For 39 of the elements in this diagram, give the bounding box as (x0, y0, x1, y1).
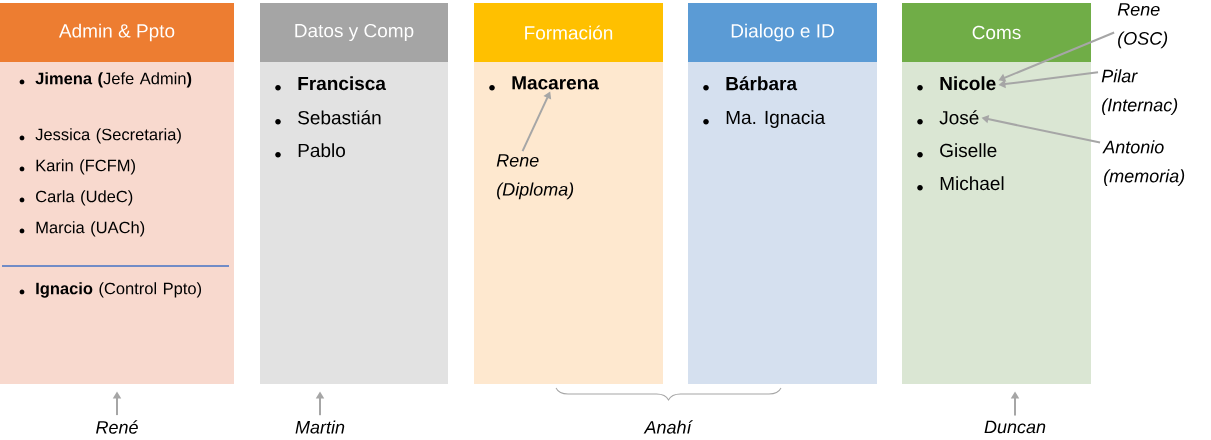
annotation-text: Pilar (Internac) (1101, 69, 1178, 115)
node-label: Bárbara (726, 76, 798, 91)
list-item: Jessica (Secretaria) (19, 128, 181, 144)
node-label: José (939, 110, 979, 125)
annotation-text: Rene (Diploma) (496, 154, 574, 200)
list-item: Francisca (275, 76, 387, 91)
node-label: Formación (525, 25, 613, 40)
node-label: Dialogo e ID (731, 23, 834, 42)
node-label: Nicole (940, 76, 996, 91)
node-label: Datos y Comp (295, 23, 414, 42)
list-item: Jimena (Jefe Admin) (19, 72, 192, 88)
list-item: Ma. Ignacia (703, 110, 826, 128)
name-text: Martin (295, 420, 345, 434)
list-item: Nicole (917, 76, 996, 91)
node-label: Coms (972, 25, 1021, 40)
list-item: José (917, 110, 979, 125)
name-text: Duncan (984, 420, 1046, 434)
node-label: Admin & Ppto (58, 23, 175, 42)
list-item: Sebastián (275, 110, 381, 125)
list-item: Bárbara (703, 76, 798, 91)
node-label: Francisca (298, 76, 387, 91)
list-item: Carla (UdeC) (19, 190, 133, 206)
name-text: Anahí (643, 420, 693, 434)
node-label: Sebastián (298, 110, 381, 125)
list-item: Marcia (UACh) (19, 221, 145, 237)
node-label: Macarena (512, 76, 599, 90)
node-label: Giselle (940, 143, 997, 158)
node-label: Michael (940, 176, 1004, 191)
list-item: Karin (FCFM) (19, 159, 135, 175)
node-label: Pablo (298, 143, 345, 158)
list-item: Pablo (275, 143, 345, 158)
node-label: Ma. Ignacia (726, 110, 826, 128)
list-item: Ignacio (Control Ppto) (19, 282, 202, 298)
annotation-text: Antonio (memoria) (1102, 140, 1185, 186)
name-text: René (96, 420, 138, 434)
annotation-text: Rene (OSC) (1117, 3, 1168, 49)
list-item: Giselle (917, 143, 997, 158)
list-item: Michael (917, 176, 1004, 191)
list-item: Macarena (489, 76, 599, 91)
